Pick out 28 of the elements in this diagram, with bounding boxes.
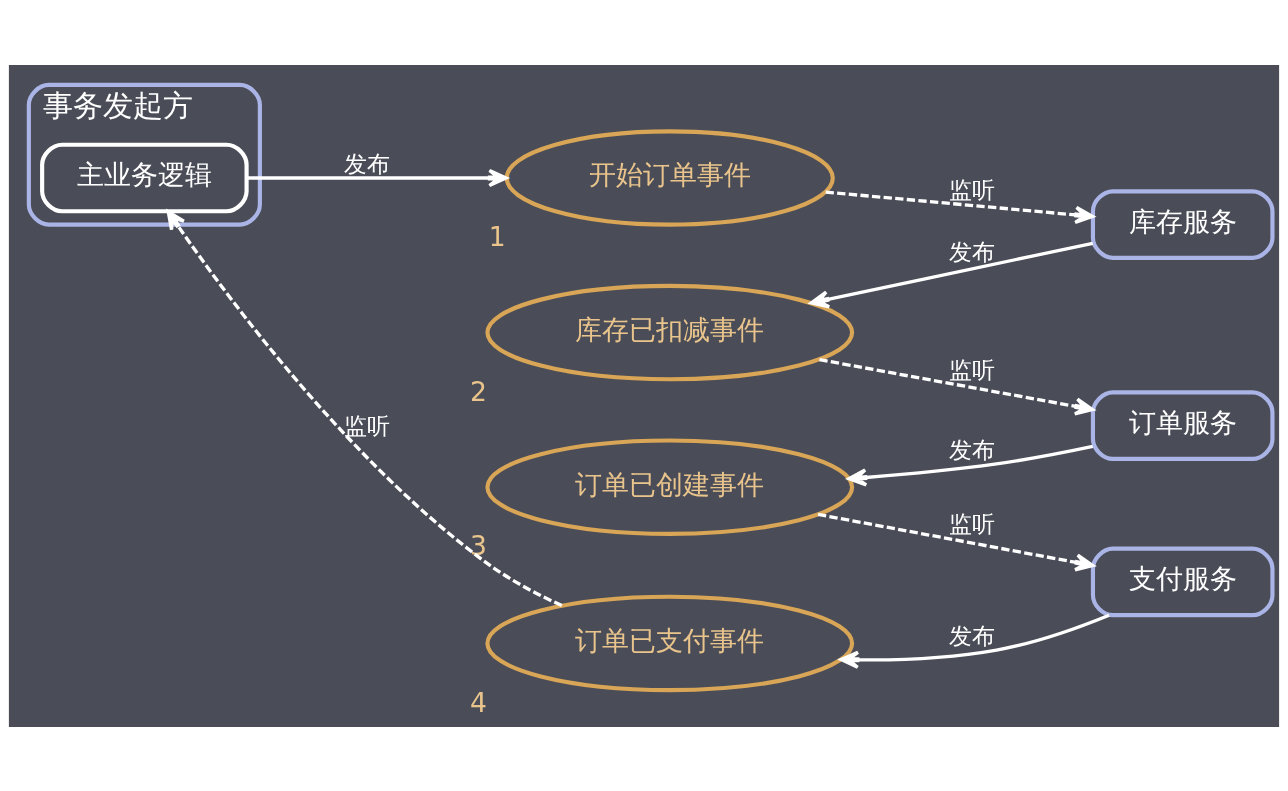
edge-label: 发布 xyxy=(949,237,996,265)
arrow xyxy=(847,444,1094,487)
arrow xyxy=(839,613,1110,669)
node-label: 2 xyxy=(469,375,487,407)
node-box: 支付服务 xyxy=(1090,546,1275,617)
arrow xyxy=(246,168,508,187)
node-label: 4 xyxy=(469,686,487,718)
node-ellipse: 订单已支付事件 xyxy=(485,594,855,692)
arrow xyxy=(825,189,1095,224)
node-ellipse: 库存已扣减事件 xyxy=(485,283,855,381)
edge-label: 监听 xyxy=(949,509,996,537)
node-label: 1 xyxy=(488,220,506,252)
arrow xyxy=(819,357,1095,416)
node-label: 3 xyxy=(469,529,487,561)
arrow xyxy=(809,241,1094,308)
arrow xyxy=(166,209,563,607)
edge-label: 监听 xyxy=(949,355,996,383)
node-ellipse: 开始订单事件 xyxy=(504,128,835,227)
edge-label: 发布 xyxy=(949,435,996,463)
edge-label: 监听 xyxy=(949,175,996,203)
arrow xyxy=(817,512,1095,571)
node-box: 订单服务 xyxy=(1090,389,1275,461)
node-box: 主业务逻辑 xyxy=(40,142,249,213)
node-ellipse: 订单已创建事件 xyxy=(485,437,855,536)
edge-label: 发布 xyxy=(344,149,391,177)
edge-label: 发布 xyxy=(949,621,996,649)
edge-label: 监听 xyxy=(344,411,391,439)
node-box: 库存服务 xyxy=(1090,188,1275,260)
